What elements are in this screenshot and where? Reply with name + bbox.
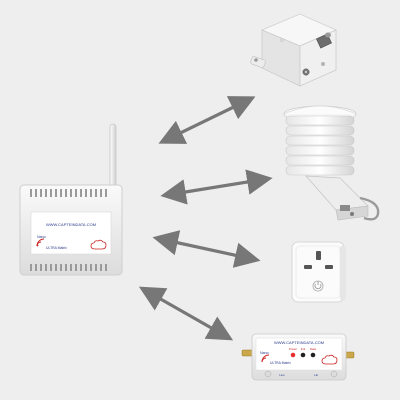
arrow-to-sensor-2 [160,169,273,205]
louvre-plates [285,115,355,176]
cloud-icon [90,239,107,250]
signal-waves-icon [261,354,270,363]
sensor-enclosure-1 [250,13,337,87]
vent-grille-top [30,189,107,197]
node-port-label-right: LE [314,373,318,377]
socket-outlet-icon [304,251,333,269]
connection-arrows [138,96,273,341]
node-port-label-left: Line [279,373,285,377]
cloud-icon [321,354,338,365]
node-brand-line1: Nano [260,351,269,355]
node-device: WWW.CAPTEINDATA.COM Nano ULTRA Matrix Po… [241,333,355,381]
led-power-icon [290,352,296,358]
gateway-brand-line1: Nano [37,235,46,239]
cable-gland-icon [316,32,332,49]
u-bolt-clamp-icon [340,196,380,221]
node-brand-line2: ULTRA Matrix [270,361,291,365]
led-data-icon [310,352,316,358]
led-link-icon [300,352,306,358]
node-url-text: WWW.CAPTEINDATA.COM [274,340,324,345]
gateway-url-text: WWW.CAPTEINDATA.COM [46,222,96,227]
node-led-label-link: link [301,347,306,351]
gateway-brand-line2: ULTRA Matrix [46,246,67,250]
power-led-icon [312,280,324,292]
arrow-to-sensor-4 [138,286,234,341]
radiation-shield-sensor [283,105,380,221]
vent-grille-bottom [30,264,107,271]
node-led-label-data: Data [310,347,316,351]
signal-waves-icon [36,238,45,247]
arrow-to-sensor-1 [158,96,256,144]
node-led-label-power: Power [289,347,297,351]
arrow-to-sensor-3 [152,230,261,268]
smart-plug-device [291,241,346,303]
gateway-device: WWW.CAPTEINDATA.COM Nano ULTRA Matrix [19,123,123,276]
